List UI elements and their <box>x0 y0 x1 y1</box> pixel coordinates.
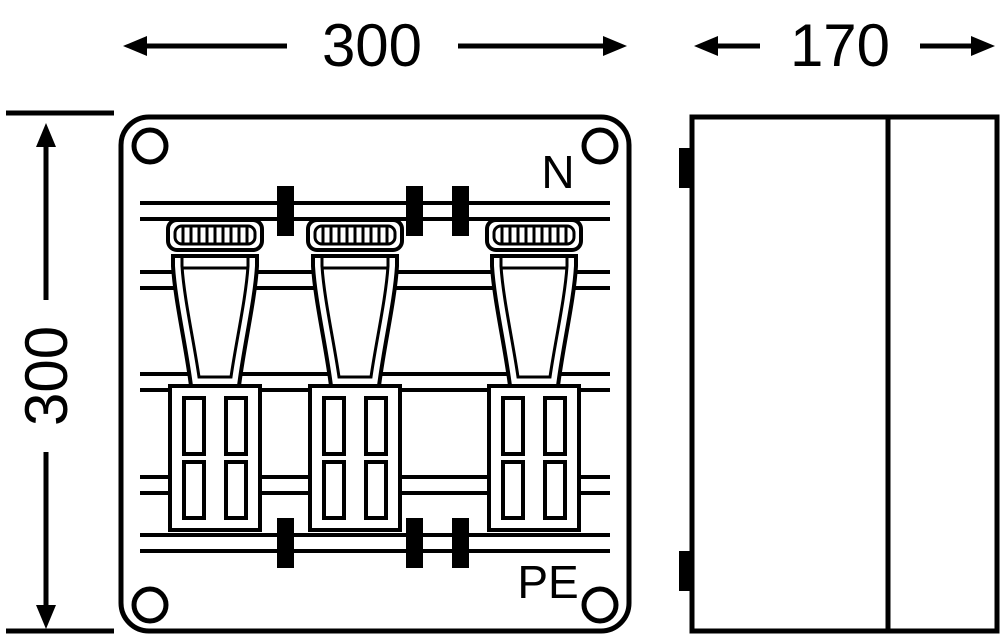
hinge-tab <box>679 148 692 188</box>
height-dimension-label: 300 <box>13 326 80 426</box>
corner-screw-hole <box>131 586 169 624</box>
busbar-clamp <box>452 518 469 568</box>
pe-terminal-label: PE <box>517 556 578 608</box>
arrowhead-left-icon <box>694 36 718 56</box>
arrowhead-down-icon <box>36 605 56 629</box>
side-outline <box>689 114 1000 634</box>
arrowhead-right-icon <box>971 36 995 56</box>
front-view: N PE <box>118 114 632 634</box>
busbar-clamp <box>452 186 469 236</box>
corner-screw-hole <box>581 127 619 165</box>
busbar-clamp <box>406 186 423 236</box>
arrowhead-right-icon <box>603 36 627 56</box>
height-extension-lines <box>6 110 114 634</box>
width-dimension-label: 300 <box>322 12 422 79</box>
arrowhead-left-icon <box>123 36 147 56</box>
depth-dimension-label: 170 <box>790 12 890 79</box>
width-dimension: 300 <box>123 12 627 79</box>
neutral-terminal-label: N <box>541 146 574 198</box>
busbar-clamp <box>406 518 423 568</box>
busbar-clamp <box>277 518 294 568</box>
pe-busbar <box>140 533 610 553</box>
corner-screw-hole <box>131 127 169 165</box>
hinge-tab <box>679 551 692 591</box>
busbar-clamp <box>277 186 294 236</box>
height-dimension: 300 <box>6 110 114 634</box>
side-view <box>679 114 1000 634</box>
depth-dimension: 170 <box>694 12 995 79</box>
arrowhead-up-icon <box>36 123 56 147</box>
corner-screw-hole <box>581 586 619 624</box>
